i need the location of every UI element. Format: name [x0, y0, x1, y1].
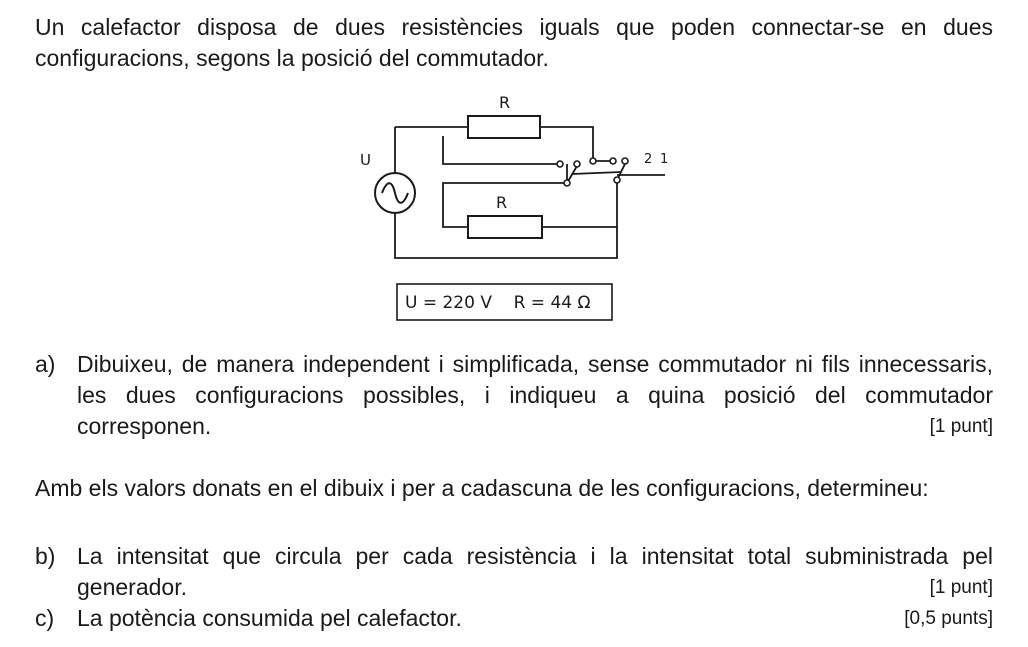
- resistor-top: [467, 115, 541, 139]
- question-a: a) Dibuixeu, de manera independent i sim…: [35, 349, 993, 442]
- switch-position-1: 1: [660, 152, 668, 167]
- source-label: U: [360, 151, 371, 169]
- resistor-bottom-label: R: [496, 193, 507, 212]
- wire-inner-top: [442, 136, 560, 165]
- question-b-label: b): [35, 543, 56, 569]
- wire-left-bottom: [394, 180, 618, 259]
- resistor-bottom: [467, 215, 543, 239]
- resistor-top-label: R: [499, 93, 510, 112]
- values-text: U = 220 V R = 44 Ω: [405, 293, 590, 313]
- question-a-text: Dibuixeu, de manera independent i simpli…: [77, 351, 993, 439]
- wire-top-right: [540, 126, 594, 161]
- question-c-points: [0,5 punts]: [904, 608, 993, 629]
- question-b: b) La intensitat que circula per cada re…: [35, 541, 993, 603]
- wire-inner-bottom: [442, 164, 568, 216]
- instructions-paragraph: Amb els valors donats en el dibuix i per…: [35, 475, 929, 501]
- circuit-diagram: R R U 2 1 U = 220 V R = 44 Ω: [360, 93, 668, 321]
- question-a-label: a): [35, 351, 56, 377]
- switch-link: [571, 171, 622, 175]
- question-b-text: La intensitat que circula per cada resis…: [77, 543, 993, 600]
- question-c: c) La potència consumida pel calefactor.…: [35, 603, 993, 634]
- wire-bottom-resistor-left: [442, 216, 468, 228]
- intro-paragraph: Un calefactor disposa de dues resistènci…: [35, 14, 993, 71]
- question-c-label: c): [35, 605, 55, 631]
- switch-position-2: 2: [644, 152, 652, 167]
- question-a-points: [1 punt]: [929, 416, 993, 437]
- question-c-text: La potència consumida pel calefactor.: [77, 605, 462, 631]
- values-box: [396, 283, 613, 321]
- question-b-points: [1 punt]: [929, 577, 993, 598]
